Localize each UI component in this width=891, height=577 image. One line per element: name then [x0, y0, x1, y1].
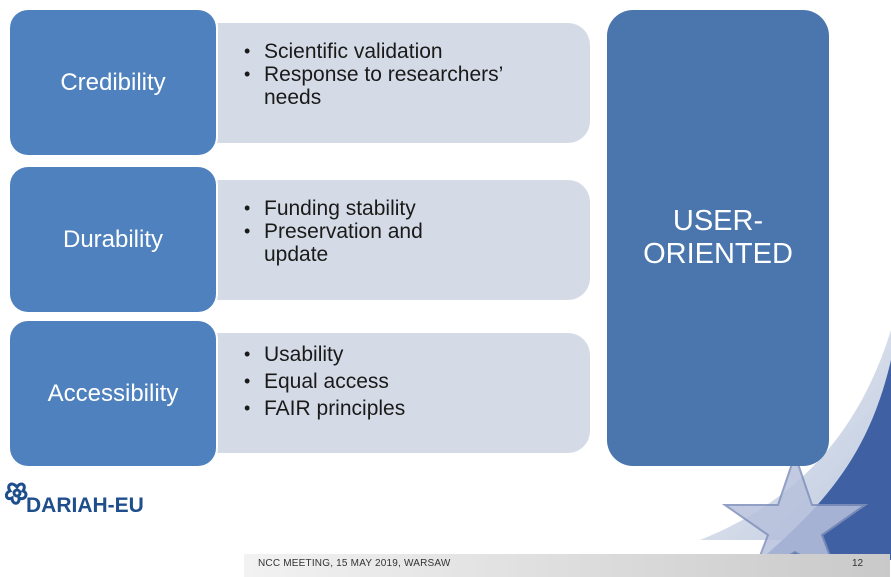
accessibility-box: Accessibility [10, 321, 216, 466]
credibility-bullets-panel: Scientific validation Response to resear… [190, 23, 590, 143]
footer-text: NCC MEETING, 15 MAY 2019, WARSAW [258, 558, 451, 569]
dariah-logo: DARIAH-EU [2, 475, 144, 519]
category-label: Accessibility [47, 379, 179, 407]
bullet-item: Usability [242, 343, 590, 366]
outcome-label-line1: USER- [672, 205, 764, 237]
durability-box: Durability [10, 167, 216, 312]
accessibility-bullets-panel: Usability Equal access FAIR principles [190, 333, 590, 453]
bullet-item: Response to researchers’ needs [242, 63, 504, 109]
bullet-item: Scientific validation [242, 40, 590, 63]
durability-bullets-panel: Funding stability Preservation and updat… [190, 180, 590, 300]
star-icon [721, 451, 869, 577]
category-label: Durability [62, 225, 164, 253]
page-number: 12 [852, 558, 864, 569]
dariah-flower-icon [4, 482, 28, 505]
category-label: Credibility [60, 68, 166, 96]
footer-bar [244, 554, 890, 577]
bullet-item: FAIR principles [242, 397, 590, 420]
user-oriented-box: USER- ORIENTED [607, 10, 829, 466]
outcome-label-line2: ORIENTED [643, 238, 793, 270]
bullet-item: Preservation and update [242, 220, 484, 266]
credibility-box: Credibility [10, 10, 216, 155]
bullet-item: Equal access [242, 370, 590, 393]
bullet-item: Funding stability [242, 197, 590, 220]
logo-text: DARIAH-EU [26, 494, 144, 517]
